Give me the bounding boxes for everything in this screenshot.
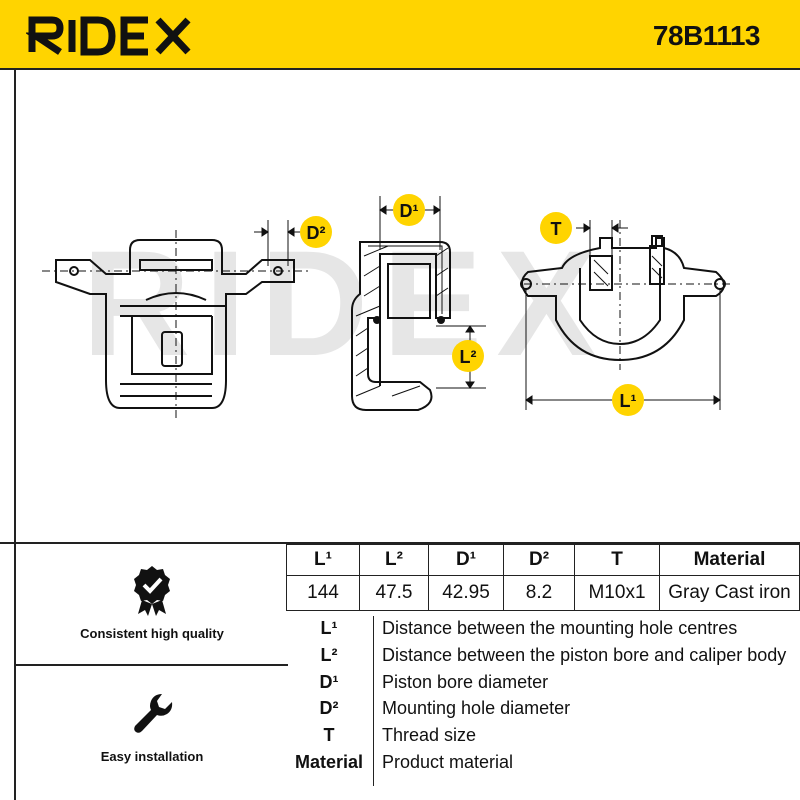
d2-badge [300,216,332,248]
watermark-text: RIDEX [82,219,610,387]
d1-badge-label: D¹ [400,201,419,221]
legend-row: D² Mounting hole diameter [286,698,800,724]
d2-dimension [254,220,300,266]
legend-desc: Mounting hole diameter [382,698,571,718]
l2-badge-label: L² [460,347,477,367]
legend-key: D² [319,698,339,718]
quality-check-badge-icon [134,566,170,616]
feature-installation: Easy installation [14,666,288,800]
technical-drawing: RIDEX D² [14,70,800,542]
spec-header-l1: L¹ [286,544,360,576]
d1-badge [393,194,425,226]
legend-row: Material Product material [286,752,800,778]
legend-row: D¹ Piston bore diameter [286,672,800,698]
legend-desc: Distance between the piston bore and cal… [382,645,787,665]
legend-key: T [323,725,335,745]
spec-header-d2: D² [503,544,575,576]
spec-value-l2: 47.5 [359,575,429,611]
spec-value-d2: 8.2 [503,575,575,611]
spec-value-d1: 42.95 [428,575,504,611]
legend-table: L¹ Distance between the mounting hole ce… [286,616,800,800]
t-dimension [576,220,628,256]
legend-row: L¹ Distance between the mounting hole ce… [286,618,800,644]
l1-badge [612,384,644,416]
legend-divider [373,616,374,786]
section-divider [0,542,800,544]
caliper-section-view [351,241,451,411]
d2-badge-label: D² [307,223,326,243]
legend-desc: Piston bore diameter [382,672,549,692]
part-number: 78B1113 [652,20,761,51]
spec-value-material: Gray Cast iron [659,575,800,611]
ridex-logo [26,16,191,56]
spec-header-d1: D¹ [428,544,504,576]
specs-table: L¹ L² D¹ D² T Material 144 47.5 42.95 8.… [286,544,800,611]
feature-installation-label: Easy installation [100,749,204,764]
t-badge-label: T [551,219,562,239]
l2-badge [452,340,484,372]
l1-badge-label: L¹ [620,391,637,411]
legend-desc: Thread size [382,725,477,745]
legend-desc: Distance between the mounting hole centr… [382,618,738,638]
spec-header-t: T [574,544,660,576]
feature-quality: Consistent high quality [14,544,288,666]
specs-value-row: 144 47.5 42.95 8.2 M10x1 Gray Cast iron [286,575,800,611]
legend-key: D¹ [319,672,339,692]
t-badge [540,212,572,244]
caliper-drawings-svg: RIDEX D² [42,194,732,420]
specs-header-row: L¹ L² D¹ D² T Material [286,544,800,576]
legend-key: L² [320,645,338,665]
spec-value-l1: 144 [286,575,360,611]
caliper-front-view [42,230,308,420]
spec-value-t: M10x1 [574,575,660,611]
legend-key: L¹ [320,618,338,638]
legend-key: Material [294,752,364,772]
header-bar: 78B1113 [0,0,800,70]
feature-quality-label: Consistent high quality [80,626,224,641]
legend-row: T Thread size [286,725,800,751]
legend-desc: Product material [382,752,514,772]
spec-header-l2: L² [359,544,429,576]
spec-header-material: Material [659,544,800,576]
wrench-icon [134,694,173,733]
legend-row: L² Distance between the piston bore and … [286,645,800,671]
features-panel: Consistent high quality Easy installatio… [0,544,288,800]
